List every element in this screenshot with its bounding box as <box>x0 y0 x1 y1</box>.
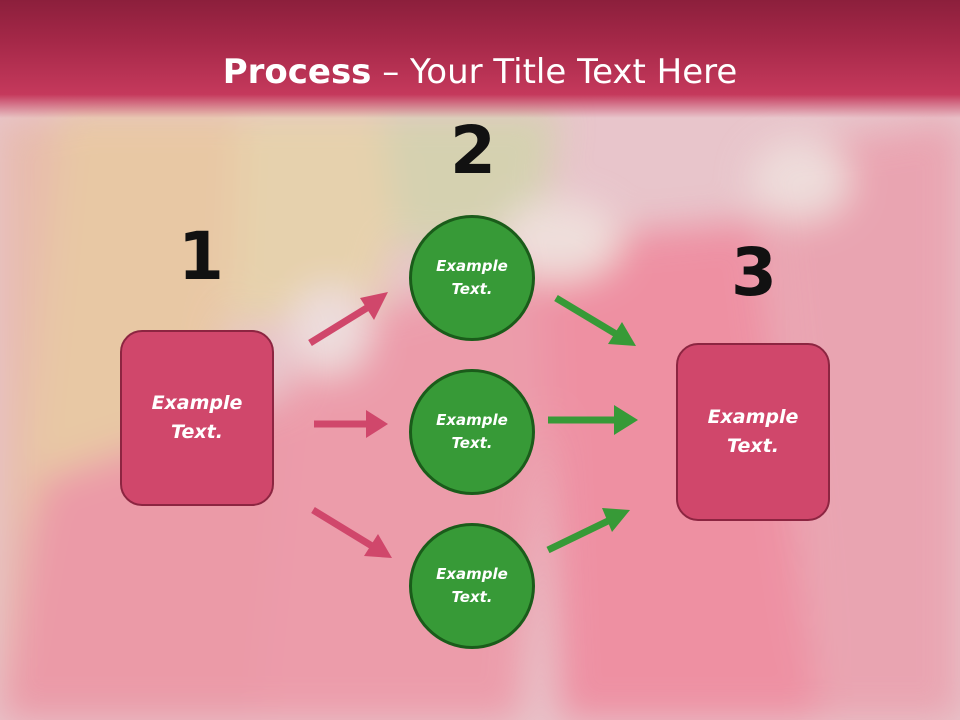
arrow-top-to-3 <box>554 294 636 346</box>
step-2-top-label: Example Text. <box>436 257 508 298</box>
arrow-1-to-middle <box>314 410 388 438</box>
arrow-middle-to-3 <box>548 405 638 435</box>
arrow-1-to-bottom <box>311 507 392 558</box>
step-3-box: Example Text. <box>676 343 830 521</box>
step-1-label: Example Text. <box>151 392 243 443</box>
step-2-circle-top: Example Text. <box>409 215 535 341</box>
step-2-middle-label: Example Text. <box>436 411 508 452</box>
title-rest: – Your Title Text Here <box>371 52 738 92</box>
arrow-1-to-top <box>308 292 388 346</box>
page-title: Process – Your Title Text Here <box>0 52 960 92</box>
title-banner <box>0 0 960 118</box>
arrow-bottom-to-3 <box>546 508 630 554</box>
step-1-box: Example Text. <box>120 330 274 506</box>
step-2-circle-bottom: Example Text. <box>409 523 535 649</box>
step-3-number: 3 <box>731 234 777 311</box>
step-2-number: 2 <box>450 112 496 189</box>
step-2-circle-middle: Example Text. <box>409 369 535 495</box>
step-3-label: Example Text. <box>707 406 799 457</box>
step-1-number: 1 <box>178 218 224 295</box>
title-bold: Process <box>222 52 372 92</box>
step-2-bottom-label: Example Text. <box>436 565 508 606</box>
